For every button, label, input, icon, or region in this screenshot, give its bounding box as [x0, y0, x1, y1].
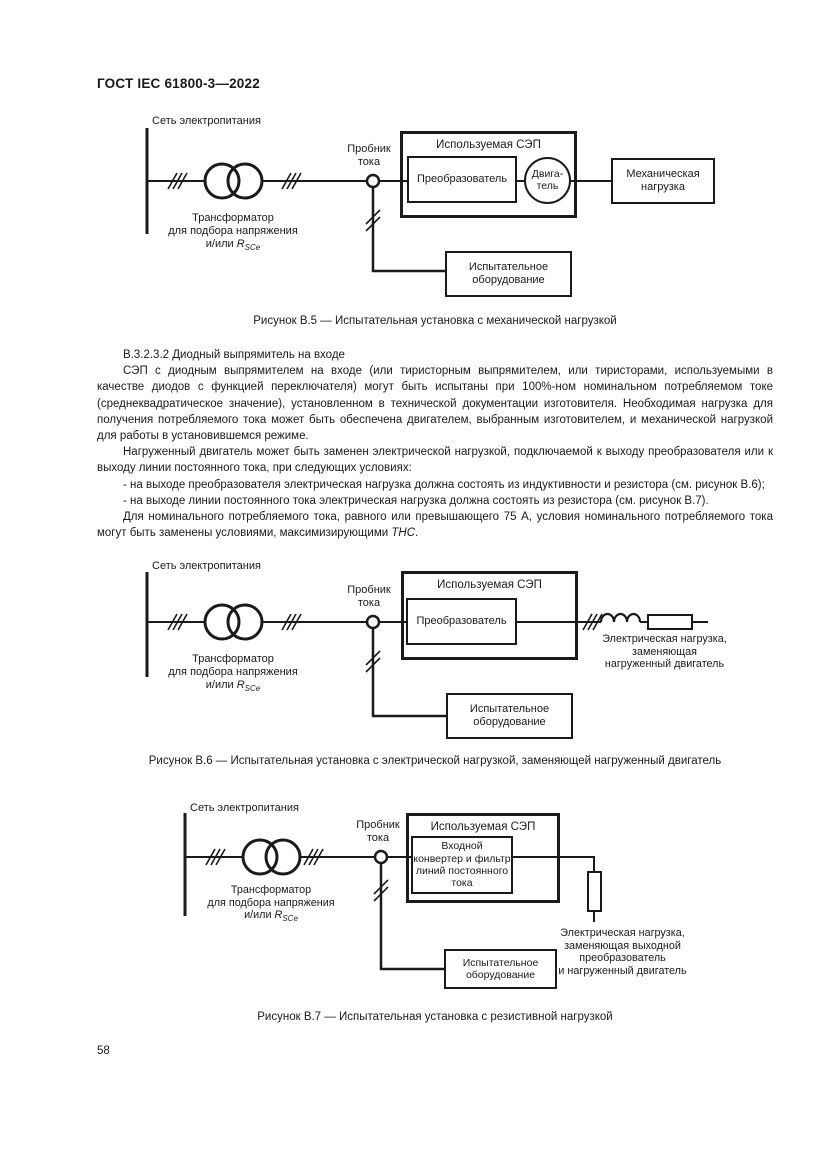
figure-b6-phase-slash-marks [167, 613, 603, 673]
b6-supply-net-label: Сеть электропитания [152, 560, 261, 572]
b5-converter-box: Преобразователь [407, 156, 517, 203]
b7-transformer-label-line2: для подбора напряжения [207, 896, 335, 909]
b5-supply-net-label: Сеть электропитания [152, 115, 261, 127]
list-item: - на выходе преобразователя электрическа… [123, 478, 765, 491]
body-text: В.3.2.3.2 Диодный выпрямитель на входе С… [97, 347, 773, 541]
figure-b7-phase-slash-marks [205, 848, 389, 902]
b6-sep-title: Используемая СЭП [437, 579, 542, 591]
b5-sep-box: Используемая СЭП [400, 131, 577, 218]
figure-b5-transformer-icon [203, 162, 264, 200]
b6-transformer-label-line2: для подбора напряжения [168, 665, 298, 678]
b7-transformer-label-line1: Трансформатор [230, 884, 312, 896]
figure-b6-transformer-icon [203, 603, 264, 641]
figure-b6-resistor-icon [647, 614, 693, 630]
figure-b6-caption: Рисунок В.6 — Испытательная установка с … [148, 755, 722, 767]
list-item: - на выходе линии постоянного тока элект… [123, 494, 709, 507]
figure-b7-caption: Рисунок В.7 — Испытательная установка с … [257, 1011, 613, 1023]
b6-test-equipment-box: Испытательное оборудование [446, 693, 573, 739]
page-header-title: ГОСТ IEC 61800-3—2022 [97, 76, 260, 91]
b7-supply-net-label: Сеть электропитания [190, 802, 299, 814]
b7-electrical-load-label: Электрическая нагрузка, заменяющая выход… [558, 927, 687, 978]
figure-b7-transformer-icon [241, 838, 302, 876]
b6-transformer-label: Трансформатор для подбора напряжения и/и… [133, 653, 333, 693]
b5-test-equipment-box: Испытательное оборудование [445, 251, 572, 297]
figure-b5-current-probe-icon [365, 173, 381, 189]
b6-transformer-label-line3: и/или RSCe [205, 678, 261, 693]
figure-b7-resistor-icon [587, 871, 602, 912]
figure-b6-inductor-icon [599, 612, 642, 623]
figure-b7-current-probe-icon [373, 849, 389, 865]
b5-sep-title: Используемая СЭП [436, 139, 541, 151]
b7-sep-title: Используемая СЭП [430, 821, 536, 833]
b6-current-probe-label: Пробник тока [347, 584, 391, 609]
paragraph: Нагруженный двигатель может быть заменен… [97, 446, 773, 475]
b5-transformer-label: Трансформатор для подбора напряжения и/и… [133, 212, 333, 252]
b5-mechanical-load-box: Механическая нагрузка [611, 158, 715, 204]
b7-sep-box: Используемая СЭП [406, 813, 560, 903]
b7-transformer-label-line3: и/или RSCe [244, 909, 298, 924]
b7-input-converter-filter-box: Входной конвертер и фильтр линий постоян… [411, 836, 513, 894]
b5-transformer-label-line1: Трансформатор [192, 212, 274, 224]
figure-b5-caption: Рисунок В.5 — Испытательная установка с … [253, 315, 617, 327]
b5-transformer-label-line3: и/или RSCe [205, 237, 261, 252]
b7-current-probe-label: Пробник тока [356, 819, 400, 844]
b5-transformer-label-line2: для подбора напряжения [168, 224, 298, 237]
b6-electrical-load-label: Электрическая нагрузка, заменяющая нагру… [602, 633, 727, 671]
clause-heading: В.3.2.3.2 Диодный выпрямитель на входе [123, 349, 345, 361]
b6-sep-box: Используемая СЭП [401, 571, 578, 660]
b7-transformer-label: Трансформатор для подбора напряжения и/и… [171, 884, 371, 924]
figure-b6-current-probe-icon [365, 614, 381, 630]
b6-converter-box: Преобразователь [406, 598, 517, 645]
b6-transformer-label-line1: Трансформатор [192, 653, 274, 665]
paragraph: Для номинального потребляемого тока, рав… [97, 511, 773, 540]
b5-current-probe-label: Пробник тока [347, 143, 391, 168]
b7-test-equipment-box: Испытательное оборудование [444, 949, 557, 989]
figure-b5-phase-slash-marks [167, 172, 381, 232]
page-number: 58 [97, 1045, 110, 1057]
paragraph: СЭП с диодным выпрямителем на входе (или… [97, 365, 773, 443]
b5-motor-circle: Двига- тель [524, 157, 571, 204]
